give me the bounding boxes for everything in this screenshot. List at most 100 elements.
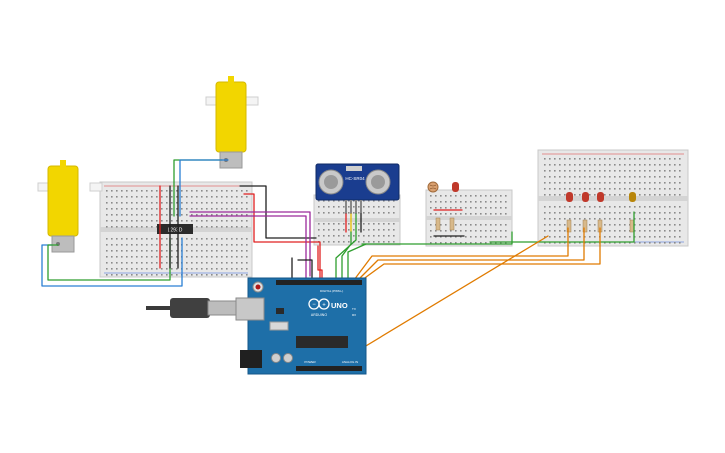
breadboard-hole bbox=[500, 236, 502, 238]
breadboard-hole bbox=[241, 244, 243, 246]
breadboard-hole bbox=[584, 182, 586, 184]
breadboard-hole bbox=[186, 208, 188, 210]
breadboard-hole bbox=[639, 224, 641, 226]
breadboard-hole bbox=[569, 182, 571, 184]
breadboard-hole bbox=[584, 206, 586, 208]
breadboard-hole bbox=[221, 256, 223, 258]
breadboard-hole bbox=[579, 236, 581, 238]
breadboard-hole bbox=[156, 226, 158, 228]
breadboard-hole bbox=[450, 207, 452, 209]
breadboard-hole bbox=[388, 229, 390, 231]
breadboard-hole bbox=[589, 206, 591, 208]
breadboard-hole bbox=[216, 196, 218, 198]
breadboard-hole bbox=[664, 230, 666, 232]
breadboard-hole bbox=[373, 223, 375, 225]
breadboard-hole bbox=[594, 236, 596, 238]
breadboard-hole bbox=[236, 238, 238, 240]
breadboard-hole bbox=[495, 236, 497, 238]
breadboard-hole bbox=[328, 235, 330, 237]
breadboard-hole bbox=[126, 208, 128, 210]
breadboard-hole bbox=[679, 188, 681, 190]
breadboard-hole bbox=[614, 158, 616, 160]
breadboard-hole bbox=[430, 201, 432, 203]
breadboard-hole bbox=[333, 235, 335, 237]
breadboard-hole bbox=[674, 236, 676, 238]
breadboard-hole bbox=[485, 236, 487, 238]
breadboard-hole bbox=[470, 213, 472, 215]
breadboard-hole bbox=[619, 158, 621, 160]
breadboard-hole bbox=[231, 214, 233, 216]
breadboard-hole bbox=[624, 176, 626, 178]
breadboard-hole bbox=[333, 212, 335, 214]
breadboard-hole bbox=[639, 236, 641, 238]
breadboard-hole bbox=[221, 268, 223, 270]
breadboard-hole bbox=[116, 214, 118, 216]
breadboard-hole bbox=[430, 195, 432, 197]
breadboard-hole bbox=[579, 164, 581, 166]
breadboard-hole bbox=[559, 230, 561, 232]
breadboard-hole bbox=[450, 195, 452, 197]
breadboard-hole bbox=[569, 170, 571, 172]
breadboard-hole bbox=[211, 268, 213, 270]
breadboard-hole bbox=[674, 194, 676, 196]
breadboard-hole bbox=[378, 235, 380, 237]
breadboard-hole bbox=[151, 196, 153, 198]
breadboard-hole bbox=[206, 190, 208, 192]
breadboard-hole bbox=[604, 176, 606, 178]
breadboard-hole bbox=[383, 223, 385, 225]
breadboard-hole bbox=[450, 230, 452, 232]
breadboard-hole bbox=[500, 242, 502, 244]
breadboard-hole bbox=[544, 242, 546, 244]
breadboard-hole bbox=[216, 238, 218, 240]
breadboard-hole bbox=[393, 206, 395, 208]
breadboard-hole bbox=[201, 220, 203, 222]
breadboard-hole bbox=[495, 230, 497, 232]
breadboard-hole bbox=[644, 206, 646, 208]
breadboard-hole bbox=[111, 208, 113, 210]
breadboard-hole bbox=[111, 214, 113, 216]
breadboard-hole bbox=[569, 158, 571, 160]
breadboard-hole bbox=[388, 223, 390, 225]
breadboard-hole bbox=[589, 182, 591, 184]
breadboard-hole bbox=[614, 236, 616, 238]
breadboard-hole bbox=[649, 212, 651, 214]
breadboard-hole bbox=[161, 274, 163, 276]
breadboard-hole bbox=[216, 250, 218, 252]
breadboard-hole bbox=[500, 207, 502, 209]
breadboard-hole bbox=[624, 230, 626, 232]
svg-text:+: + bbox=[322, 303, 326, 309]
breadboard-hole bbox=[156, 196, 158, 198]
breadboard-hole bbox=[664, 206, 666, 208]
breadboard-hole bbox=[121, 262, 123, 264]
breadboard-hole bbox=[579, 188, 581, 190]
breadboard-hole bbox=[221, 202, 223, 204]
breadboard-hole bbox=[226, 238, 228, 240]
breadboard-hole bbox=[589, 158, 591, 160]
breadboard-hole bbox=[171, 220, 173, 222]
breadboard-hole bbox=[236, 262, 238, 264]
breadboard-hole bbox=[649, 206, 651, 208]
breadboard-hole bbox=[246, 274, 248, 276]
breadboard-hole bbox=[318, 235, 320, 237]
breadboard-hole bbox=[664, 188, 666, 190]
breadboard-hole bbox=[639, 188, 641, 190]
breadboard-hole bbox=[146, 226, 148, 228]
breadboard-hole bbox=[368, 235, 370, 237]
breadboard-hole bbox=[368, 241, 370, 243]
arduino-power-label: POWER bbox=[304, 360, 316, 364]
breadboard-hole bbox=[549, 158, 551, 160]
breadboard-hole bbox=[126, 274, 128, 276]
breadboard-hole bbox=[455, 195, 457, 197]
breadboard-hole bbox=[226, 268, 228, 270]
breadboard-hole bbox=[358, 229, 360, 231]
breadboard-hole bbox=[505, 236, 507, 238]
breadboard-hole bbox=[649, 218, 651, 220]
breadboard-hole bbox=[644, 242, 646, 244]
breadboard-hole bbox=[559, 170, 561, 172]
breadboard-hole bbox=[445, 224, 447, 226]
breadboard-hole bbox=[619, 242, 621, 244]
breadboard-hole bbox=[166, 274, 168, 276]
breadboard-hole bbox=[554, 230, 556, 232]
breadboard-hole bbox=[131, 202, 133, 204]
breadboard-hole bbox=[136, 214, 138, 216]
